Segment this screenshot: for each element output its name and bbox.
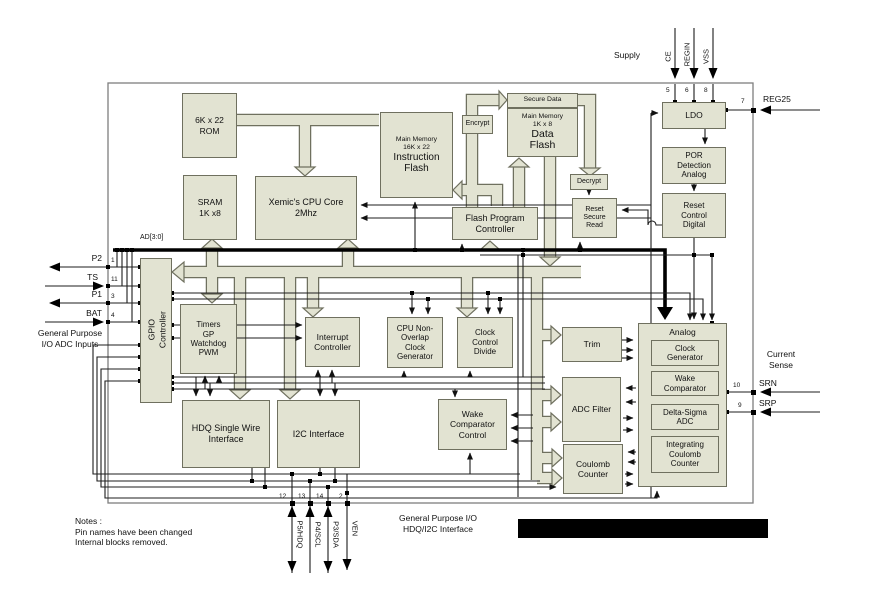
current-sense-label: Current Sense [766,349,796,370]
block-flash-program-controller: Flash Program Controller [452,207,538,240]
redaction-bar [518,519,768,538]
pin-number-8: 8 [704,87,708,94]
block-cpu-clock-generator: CPU Non- Overlap Clock Generator [387,317,443,368]
block-adc-filter: ADC Filter [562,377,621,442]
ad-bus-label: AD[3:0] [140,234,164,241]
block-coulomb-counter: Coulomb Counter [563,444,623,494]
pin-label-regin: REGIN [682,42,692,67]
block-wake-comparator: Wake Comparator [651,371,719,396]
block-decrypt: Decrypt [570,174,608,190]
data-flash-title: Data Flash [529,127,556,152]
block-encrypt: Encrypt [462,115,493,134]
pin-number-6: 6 [685,87,689,94]
ad-bus [113,248,673,320]
pin-label-bat: BAT [86,308,102,318]
pin-number-2: 2 [339,493,343,500]
pin-label-ts: TS [87,272,98,282]
pin-label-srn: SRN [759,378,777,388]
block-instruction-flash: Main Memory 16K x 22 Instruction Flash [380,112,453,198]
block-delta-sigma-adc: Delta-Sigma ADC [651,404,719,430]
supply-label: Supply [614,50,640,60]
block-i2c-interface: I2C Interface [277,400,360,468]
block-integrating-coulomb-counter: Integrating Coulomb Counter [651,436,719,473]
pin-number-4: 4 [111,312,115,319]
pin-label-vss: VSS [701,49,711,65]
block-data-flash: Main Memory 1K x 8 Data Flash [507,108,578,157]
block-rom: 6K x 22 ROM [182,93,237,158]
block-por-detection: POR Detection Analog [662,147,726,184]
block-reset-secure-read: Reset Secure Read [572,198,617,238]
pin-number-3: 3 [111,293,115,300]
pin-number-5: 5 [666,87,670,94]
notes-text: Notes : Pin names have been changed Inte… [75,516,193,548]
pin-number-14: 14 [316,493,324,500]
data-flash-memory-size: Main Memory 1K x 8 [521,113,564,128]
instruction-flash-memory-size: Main Memory 16K x 22 [395,136,438,151]
pin-label-p1: P1 [91,289,102,299]
block-reset-control: Reset Control Digital [662,193,726,238]
analog-label: Analog [669,327,696,337]
block-timers: Timers GP Watchdog PWM [180,304,237,374]
block-interrupt-controller: Interrupt Controller [305,317,360,367]
block-cpu-core: Xemic's CPU Core 2Mhz [255,176,357,240]
block-gpio-controller: GPIO Controller [140,258,172,403]
pin-label-reg25: REG25 [763,94,791,104]
block-hdq-interface: HDQ Single Wire Interface [182,400,270,468]
gpio-controller-label: GPIO Controller [146,311,167,349]
block-trim: Trim [562,327,622,362]
pin-number-11: 11 [111,276,118,283]
block-clock-control-divide: Clock Control Divide [457,317,513,368]
pin-number-10: 10 [733,382,741,389]
block-analog-clock-generator: Clock Generator [651,340,719,366]
chip-outline [107,82,754,504]
pin-label-p2: P2 [91,253,102,263]
pin-label-ven: VEN [350,520,360,537]
pin-label-ce: CE [663,51,673,62]
pin-label-p5-hdq: P5/HDQ [295,520,305,549]
instruction-flash-title: Instruction Flash [393,151,440,174]
block-ldo: LDO [662,102,726,129]
pin-number-13: 13 [298,493,306,500]
block-sram: SRAM 1K x8 [183,175,237,240]
pin-label-srp: SRP [759,398,777,408]
pin-number-7: 7 [741,98,745,105]
pin-number-1: 1 [111,257,115,264]
block-secure-data: Secure Data [507,93,578,108]
block-wake-comparator-control: Wake Comparator Control [438,399,507,450]
left-pins-caption: General Purpose I/O ADC Inputs [37,328,103,349]
pin-label-p4-scl: P4/SCL [313,521,323,548]
pin-number-12: 12 [279,493,287,500]
pin-number-9: 9 [738,402,742,409]
bus-bands [171,89,602,489]
bottom-pins-caption: General Purpose I/O HDQ/I2C Interface [399,513,477,534]
pin-label-p3-sda: P3/SDA [331,521,341,548]
